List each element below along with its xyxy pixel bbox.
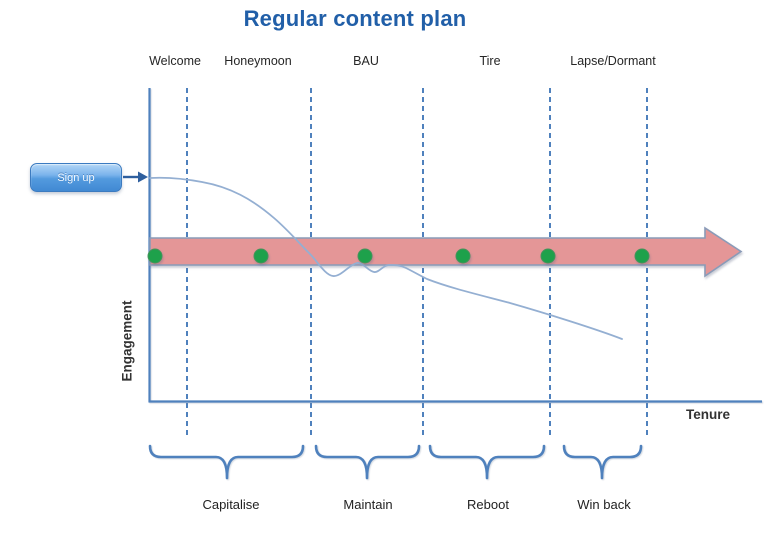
phase-label-bau: BAU xyxy=(353,54,379,68)
signup-arrow xyxy=(123,171,148,183)
brace-capitalise xyxy=(148,444,305,480)
brace-maintain xyxy=(314,444,421,480)
engagement-curve xyxy=(149,176,623,340)
brace-reboot xyxy=(428,444,546,480)
brace-winback xyxy=(562,444,643,480)
signup-button[interactable]: Sign up xyxy=(30,163,122,192)
stage-label-maintain: Maintain xyxy=(343,497,393,512)
stage-label-winback: Win back xyxy=(577,497,631,512)
y-axis-label: Engagement xyxy=(119,300,135,382)
touchpoint-dot xyxy=(455,248,471,264)
signup-button-label: Sign up xyxy=(57,171,95,184)
signup-arrowhead-icon xyxy=(138,171,148,183)
touchpoint-dot xyxy=(634,248,650,264)
phase-label-tire: Tire xyxy=(479,54,501,68)
phase-label-welcome: Welcome xyxy=(149,54,201,68)
phase-label-honeymoon: Honeymoon xyxy=(224,54,292,68)
touchpoint-dot xyxy=(253,248,269,264)
touchpoint-dots xyxy=(147,248,650,264)
touchpoint-dot xyxy=(357,248,373,264)
stage-label-reboot: Reboot xyxy=(467,497,509,512)
touchpoint-dot xyxy=(147,248,163,264)
timeline-arrow-band xyxy=(149,226,743,278)
page-title: Regular content plan xyxy=(243,6,467,31)
stage-label-capitalise: Capitalise xyxy=(202,497,260,512)
phase-label-lapse-dormant: Lapse/Dormant xyxy=(570,54,656,68)
stage-braces xyxy=(148,444,643,480)
touchpoint-dot xyxy=(540,248,556,264)
x-axis-label: Tenure xyxy=(685,407,731,422)
